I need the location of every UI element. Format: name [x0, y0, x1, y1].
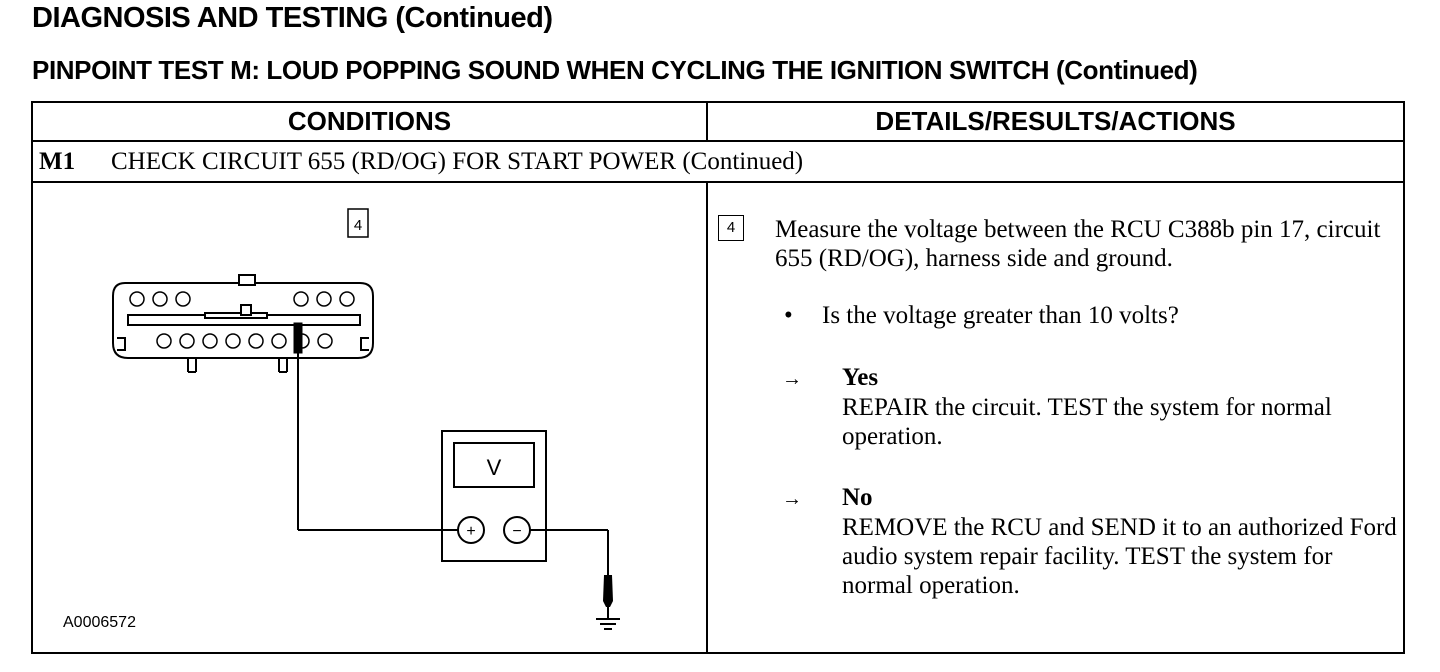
voltmeter-display-label: V — [487, 455, 502, 480]
no-action: REMOVE the RCU and SEND it to an authori… — [842, 514, 1397, 599]
ground-probe — [603, 575, 613, 607]
yes-arrow-icon: → — [782, 368, 802, 390]
diagnostic-table: CONDITIONS DETAILS/RESULTS/ACTIONS M1 CH… — [31, 101, 1405, 654]
connector-voltmeter-illustration: 4 — [112, 208, 620, 630]
figure-id: A0006572 — [63, 614, 136, 631]
conditions-header: CONDITIONS — [287, 106, 452, 136]
details-cell: 4 Measure the voltage between the RCU C3… — [708, 183, 1403, 654]
details-step-box: 4 — [718, 215, 744, 241]
diagram-step-number: 4 — [354, 217, 362, 234]
step-title: CHECK CIRCUIT 655 (RD/OG) FOR START POWE… — [111, 148, 804, 175]
step-row: M1 CHECK CIRCUIT 655 (RD/OG) FOR START P… — [33, 142, 1403, 183]
column-divider — [706, 103, 708, 142]
ground-symbol-icon — [596, 607, 620, 630]
test-question: Is the voltage greater than 10 volts? — [822, 302, 1179, 329]
voltmeter — [441, 430, 547, 562]
step-id: M1 — [39, 148, 76, 175]
yes-label: Yes — [842, 364, 879, 391]
positive-probe — [293, 322, 471, 531]
bullet-icon: • — [784, 302, 793, 329]
rcu-connector-c388b — [112, 274, 374, 373]
no-label: No — [842, 484, 873, 511]
details-header: DETAILS/RESULTS/ACTIONS — [875, 106, 1236, 136]
positive-terminal-icon — [457, 516, 485, 544]
diagram-step-box — [347, 208, 369, 238]
measure-instruction: Measure the voltage between the RCU C388… — [775, 216, 1381, 272]
connector-diagram: 4 — [33, 183, 706, 654]
positive-terminal-label: + — [466, 523, 475, 540]
pinpoint-test-title: PINPOINT TEST M: LOUD POPPING SOUND WHEN… — [32, 55, 1198, 85]
page-heading: DIAGNOSIS AND TESTING (Continued) — [32, 2, 553, 34]
connector-pins — [129, 291, 355, 349]
yes-action: REPAIR the circuit. TEST the system for … — [842, 394, 1332, 450]
table-header: CONDITIONS DETAILS/RESULTS/ACTIONS — [33, 103, 1403, 142]
no-arrow-icon: → — [782, 488, 802, 510]
column-divider-body — [706, 183, 708, 654]
negative-lead — [530, 529, 609, 575]
negative-terminal-label: − — [512, 523, 521, 540]
